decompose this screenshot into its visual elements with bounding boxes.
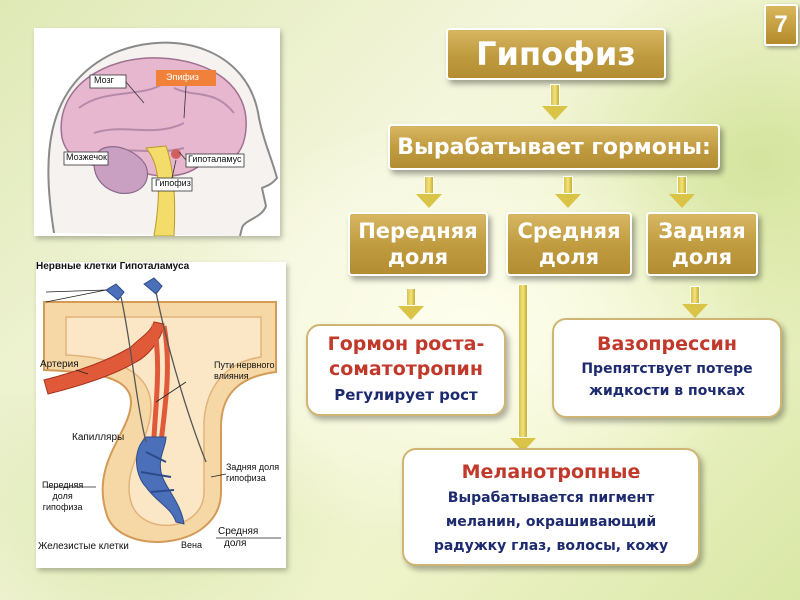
label-middle-lobe-line-2: доля	[224, 538, 247, 549]
arrow-to-anterior	[416, 176, 442, 208]
posterior-lobe-box: Задняя доля	[646, 212, 758, 276]
melanotropic-text-line-3: радужку глаз, волосы, кожу	[433, 538, 669, 554]
pituitary-diagram	[43, 277, 281, 543]
arrow-to-middle	[555, 176, 581, 208]
slide-number: 7	[764, 4, 798, 46]
arrow-title-to-produces	[542, 84, 568, 120]
label-epiphysis: Эпифиз	[166, 72, 199, 82]
title-box: Гипофиз	[446, 28, 666, 80]
middle-lobe-line-2: доля	[538, 245, 600, 269]
label-pituitary: Гипофиз	[155, 178, 191, 188]
label-cerebellum: Мозжечок	[66, 152, 107, 162]
label-anterior-lobe-line-1: Передняя	[42, 480, 84, 490]
label-nerve-paths-line-2: влияния	[214, 371, 249, 381]
middle-lobe-line-1: Средняя	[517, 219, 621, 243]
arrow-to-vasopressin	[682, 286, 708, 318]
label-glandular-cells: Железистые клетки	[38, 541, 129, 552]
label-anterior-lobe: Передняя доля гипофиза	[42, 480, 83, 513]
label-vein: Вена	[181, 540, 202, 550]
pituitary-illustration: Артерия Пути нервного влияния Капилляры …	[36, 262, 286, 568]
anterior-lobe-line-2: доля	[387, 245, 449, 269]
label-middle-lobe: Средняя доля	[218, 526, 258, 550]
produces-box: Вырабатывает гормоны:	[388, 124, 720, 170]
label-anterior-lobe-line-2: доля	[52, 491, 73, 501]
melanotropic-title: Меланотропные	[461, 461, 641, 483]
label-posterior-lobe: Задняя доля гипофиза	[226, 462, 279, 484]
middle-lobe-box: Средняя доля	[506, 212, 632, 276]
anterior-lobe-line-1: Передняя	[358, 219, 478, 243]
growth-hormone-text: Регулирует рост	[334, 386, 478, 404]
label-hypothalamus: Гипоталамус	[188, 154, 242, 164]
anterior-lobe-box: Передняя доля	[348, 212, 488, 276]
growth-hormone-title-line-2: соматотропин	[329, 358, 483, 380]
melanotropic-text-line-1: Вырабатывается пигмент	[447, 490, 655, 506]
label-capillaries: Капилляры	[72, 432, 125, 443]
vasopressin-box: Вазопрессин Препятствует потере жидкости…	[552, 318, 782, 418]
brain-illustration: Мозг Эпифиз Мозжечок Гипоталамус Гипофиз	[34, 28, 280, 237]
arrow-to-growth-hormone	[398, 288, 424, 320]
label-artery: Артерия	[40, 359, 79, 370]
label-anterior-lobe-line-3: гипофиза	[42, 502, 83, 512]
vasopressin-text-line-2: жидкости в почках	[589, 383, 745, 399]
melanotropic-box: Меланотропные Вырабатывается пигмент мел…	[402, 448, 700, 566]
growth-hormone-box: Гормон роста- соматотропин Регулирует ро…	[306, 324, 506, 416]
vasopressin-title: Вазопрессин	[597, 333, 737, 355]
posterior-lobe-line-1: Задняя	[658, 219, 746, 243]
vasopressin-text-line-1: Препятствует потере	[581, 361, 753, 377]
label-posterior-lobe-line-1: Задняя доля	[226, 462, 280, 472]
nerve-cells-caption: Нервные клетки Гипоталамуса	[36, 261, 190, 272]
label-posterior-lobe-line-2: гипофиза	[226, 473, 266, 483]
brain-diagram	[47, 41, 279, 237]
label-nerve-paths: Пути нервного влияния	[214, 360, 274, 382]
arrow-to-melanotropic	[510, 284, 536, 452]
posterior-lobe-line-2: доля	[671, 245, 733, 269]
melanotropic-text-line-2: меланин, окрашивающий	[445, 514, 657, 530]
growth-hormone-title-line-1: Гормон роста-	[327, 333, 485, 355]
arrow-to-posterior	[669, 176, 695, 208]
label-nerve-paths-line-1: Пути нервного	[214, 360, 275, 370]
label-brain: Мозг	[94, 75, 114, 85]
label-middle-lobe-line-1: Средняя	[218, 526, 259, 537]
